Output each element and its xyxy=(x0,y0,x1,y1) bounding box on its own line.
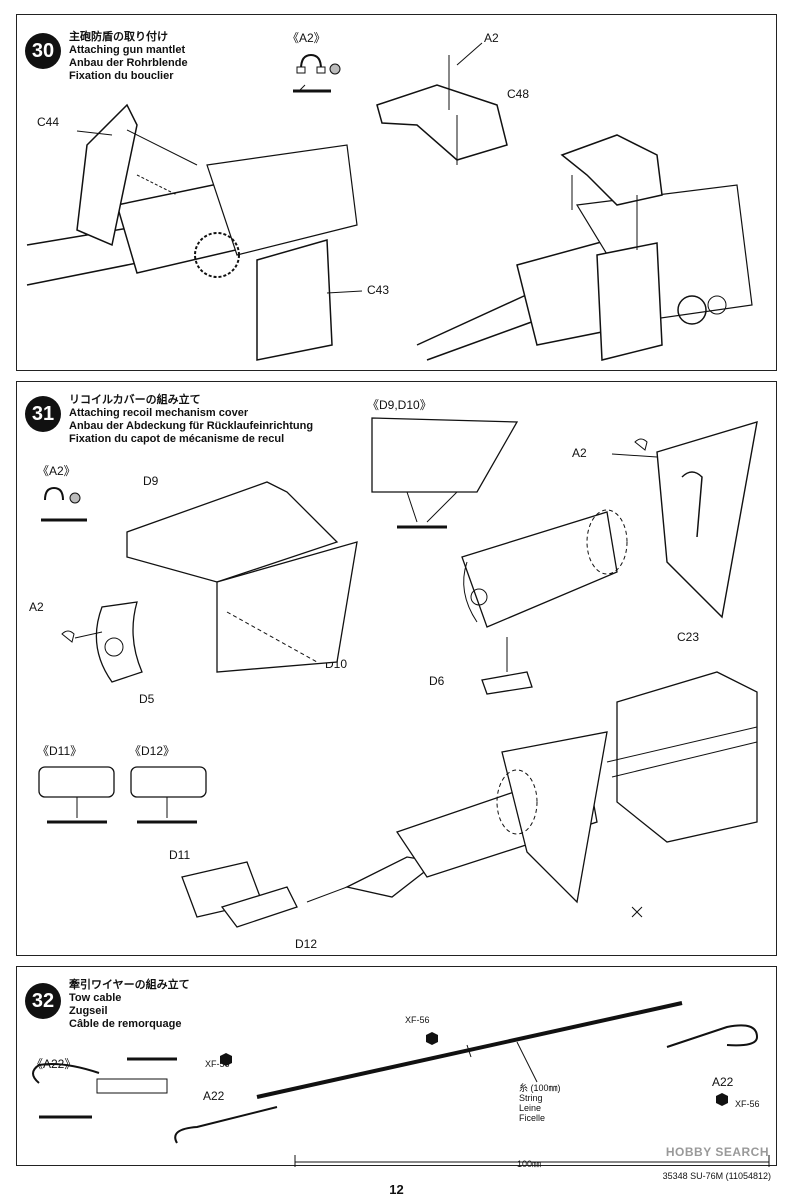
title-german: Zugseil xyxy=(69,1005,108,1017)
inset-label-d12: 《D12》 xyxy=(129,744,176,758)
step-number: 31 xyxy=(25,396,61,432)
part-c43-label: C43 xyxy=(367,283,390,297)
step-32-assembly-drawing xyxy=(32,1001,770,1167)
title-japanese: 主砲防盾の取り付け xyxy=(69,31,168,43)
title-english: Attaching gun mantlet xyxy=(69,44,186,56)
step-32-panel: 32 牽引ワイヤーの組み立て Tow cable Zugseil Câble d… xyxy=(16,966,777,1169)
paint-code-mid: XF-56 xyxy=(405,1015,430,1025)
part-a22-left-label: A22 xyxy=(203,1089,225,1103)
watermark: HOBBY SEARCH xyxy=(665,1145,769,1159)
part-a2-label: A2 xyxy=(484,31,499,45)
string-english: String xyxy=(519,1093,543,1103)
title-english: Attaching recoil mechanism cover xyxy=(69,407,249,419)
part-c44-label: C44 xyxy=(37,115,60,129)
page-number: 12 xyxy=(389,1182,404,1197)
title-french: Fixation du capot de mécanisme de recul xyxy=(69,433,285,445)
inset-label-a2: 《A2》 xyxy=(37,464,76,478)
part-a2-left-label: A2 xyxy=(29,600,44,614)
title-english: Tow cable xyxy=(69,992,122,1004)
measure-label: 100㎜ xyxy=(517,1159,542,1169)
a2-sprue-illustration xyxy=(293,53,341,93)
step-30-panel: 30 主砲防盾の取り付け Attaching gun mantlet Anbau… xyxy=(16,14,777,371)
title-german: Anbau der Abdeckung für Rücklaufeinricht… xyxy=(69,420,314,432)
part-d6-label: D6 xyxy=(429,674,445,688)
step-31-panel: 31 リコイルカバーの組み立て Attaching recoil mechani… xyxy=(16,381,777,956)
inset-label-d9-d10: 《D9,D10》 xyxy=(367,398,432,412)
part-d9-label: D9 xyxy=(143,474,159,488)
title-french: Fixation du bouclier xyxy=(69,70,174,82)
step-title-block: リコイルカバーの組み立て Attaching recoil mechanism … xyxy=(69,394,313,446)
step-number: 30 xyxy=(25,33,61,69)
part-a22-right-label: A22 xyxy=(712,1075,734,1089)
step-title-block: 牽引ワイヤーの組み立て Tow cable Zugseil Câble de r… xyxy=(69,979,190,1031)
part-c23-label: C23 xyxy=(677,630,700,644)
part-a2-right-label: A2 xyxy=(572,446,587,460)
string-french: Ficelle xyxy=(519,1113,546,1123)
title-japanese: 牽引ワイヤーの組み立て xyxy=(69,979,190,991)
string-callout: 糸 (100㎜) String Leine Ficelle xyxy=(519,1083,561,1123)
step-30-assembly-drawing xyxy=(26,42,753,361)
part-d5-label: D5 xyxy=(139,692,155,706)
part-c48-label: C48 xyxy=(507,87,530,101)
string-german: Leine xyxy=(519,1103,542,1113)
title-japanese: リコイルカバーの組み立て xyxy=(69,394,201,406)
inset-label-a2: 《A2》 xyxy=(287,31,326,45)
paint-code-right: XF-56 xyxy=(735,1099,760,1109)
step-title-block: 主砲防盾の取り付け Attaching gun mantlet Anbau de… xyxy=(69,31,188,83)
part-d11-label: D11 xyxy=(169,848,191,862)
title-german: Anbau der Rohrblende xyxy=(69,57,188,69)
string-japanese: 糸 (100㎜) xyxy=(519,1083,561,1093)
part-d12-label: D12 xyxy=(295,937,318,951)
title-french: Câble de remorquage xyxy=(69,1018,182,1030)
inset-label-d11: 《D11》 xyxy=(37,744,83,758)
product-code: 35348 SU-76M (11054812) xyxy=(662,1171,771,1181)
step-number: 32 xyxy=(25,983,61,1019)
paint-code-left: XF-56 xyxy=(205,1059,230,1069)
step-31-assembly-drawing xyxy=(38,417,758,928)
